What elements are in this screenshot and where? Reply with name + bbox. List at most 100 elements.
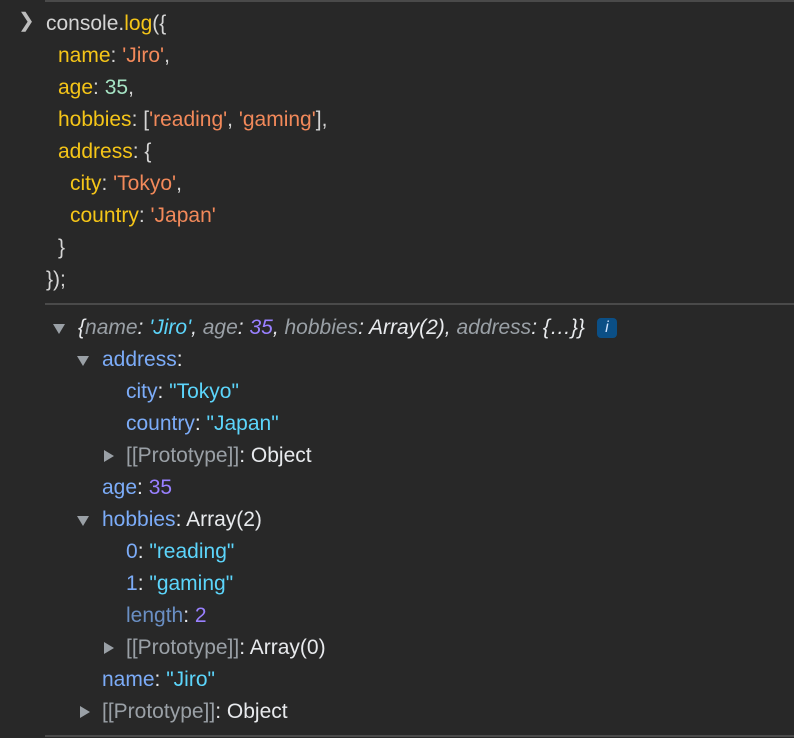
code-token: : xyxy=(110,44,123,67)
value-token: city xyxy=(126,380,158,403)
code-line: }); xyxy=(46,264,66,296)
object-tree-row[interactable]: 0: "reading" xyxy=(126,536,234,568)
code-line: name: 'Jiro', xyxy=(58,40,170,72)
value-token: "Tokyo" xyxy=(169,380,239,403)
value-token: country xyxy=(126,412,195,435)
code-token: country xyxy=(70,204,139,227)
code-line: city: 'Tokyo', xyxy=(70,168,182,200)
value-token: { xyxy=(78,316,86,339)
object-tree-row[interactable]: {name: 'Jiro', age: 35, hobbies: Array(2… xyxy=(78,312,617,344)
expanded-triangle-icon[interactable] xyxy=(77,356,89,366)
code-token: , xyxy=(128,76,134,99)
value-token: 2 xyxy=(194,604,207,627)
value-token: : xyxy=(154,668,167,691)
value-token: [[Prototype]] xyxy=(102,700,216,723)
object-tree-row[interactable]: 1: "gaming" xyxy=(126,568,233,600)
expanded-triangle-icon[interactable] xyxy=(53,324,65,334)
info-icon[interactable]: i xyxy=(596,318,617,339)
code-token: name xyxy=(58,44,111,67)
value-token: : Array(2) xyxy=(175,508,262,531)
object-tree-row[interactable]: name: "Jiro" xyxy=(102,664,215,696)
value-token: 35 xyxy=(148,476,173,499)
bottom-divider xyxy=(45,735,794,737)
value-token: : xyxy=(137,476,149,499)
code-token: 'Japan' xyxy=(150,204,216,227)
value-token: "Jiro" xyxy=(166,668,215,691)
value-token: age xyxy=(102,476,138,499)
object-tree-row[interactable]: age: 35 xyxy=(102,472,172,504)
code-token: , xyxy=(227,108,239,131)
code-token: 'Tokyo' xyxy=(113,172,177,195)
code-line: hobbies: ['reading', 'gaming'], xyxy=(58,104,327,136)
expanded-triangle-icon[interactable] xyxy=(77,516,89,526)
code-token: 'gaming' xyxy=(238,108,316,131)
object-tree-row[interactable]: hobbies: Array(2) xyxy=(102,504,262,536)
value-token: 1 xyxy=(126,572,138,595)
code-line: console.log({ xyxy=(46,8,166,40)
object-tree-row[interactable]: city: "Tokyo" xyxy=(126,376,239,408)
top-divider xyxy=(45,0,794,2)
value-token: , xyxy=(191,316,203,339)
code-line: } xyxy=(58,232,65,264)
value-token: [[Prototype]] xyxy=(126,444,240,467)
value-token: : {…}} xyxy=(531,316,585,339)
value-token: address xyxy=(456,316,532,339)
collapsed-triangle-icon[interactable] xyxy=(104,450,114,462)
value-token: [[Prototype]] xyxy=(126,636,240,659)
code-token: : xyxy=(101,172,114,195)
value-token: "Japan" xyxy=(206,412,279,435)
value-token: 'Jiro' xyxy=(149,316,192,339)
value-token: : xyxy=(194,412,207,435)
value-token: : Object xyxy=(215,700,288,723)
value-token: name xyxy=(102,668,155,691)
value-token: name xyxy=(85,316,138,339)
object-tree-row[interactable]: length: 2 xyxy=(126,600,207,632)
code-token: }); xyxy=(46,268,66,291)
code-token: hobbies xyxy=(58,108,132,131)
value-token: hobbies xyxy=(102,508,176,531)
output-divider xyxy=(45,303,794,305)
code-token: : { xyxy=(132,140,152,163)
code-line: country: 'Japan' xyxy=(70,200,216,232)
code-token: : [ xyxy=(131,108,150,131)
value-token: 0 xyxy=(126,540,138,563)
value-token: age xyxy=(202,316,238,339)
value-token: , xyxy=(272,316,285,339)
code-token: } xyxy=(58,236,66,259)
value-token: : xyxy=(176,348,183,371)
value-token: hobbies xyxy=(284,316,359,339)
value-token: "gaming" xyxy=(149,572,234,595)
code-line: address: { xyxy=(58,136,151,168)
value-token: : xyxy=(237,316,250,339)
object-tree-row[interactable]: address: xyxy=(102,344,183,376)
code-token: log xyxy=(124,12,153,35)
code-token: 'Jiro' xyxy=(122,44,165,67)
code-token: , xyxy=(176,172,182,195)
object-tree-row[interactable]: country: "Japan" xyxy=(126,408,279,440)
object-tree-row[interactable]: [[Prototype]]: Array(0) xyxy=(126,632,326,664)
object-tree-row[interactable]: [[Prototype]]: Object xyxy=(126,440,312,472)
value-token: : Object xyxy=(239,444,312,467)
value-token: length xyxy=(126,604,184,627)
value-token: : Array(0) xyxy=(239,636,326,659)
code-token: ], xyxy=(315,108,328,131)
value-token: : xyxy=(137,316,150,339)
code-token: 35 xyxy=(104,76,129,99)
value-token: "reading" xyxy=(149,540,235,563)
value-token: 35 xyxy=(249,316,273,339)
collapsed-triangle-icon[interactable] xyxy=(104,642,114,654)
code-line: age: 35, xyxy=(58,72,134,104)
collapsed-triangle-icon[interactable] xyxy=(80,706,90,718)
value-token: : xyxy=(137,540,150,563)
code-token: address xyxy=(58,140,133,163)
chevron-right-icon: ❯ xyxy=(18,10,35,32)
code-token: : xyxy=(138,204,151,227)
value-token: : xyxy=(137,572,150,595)
object-tree-row[interactable]: [[Prototype]]: Object xyxy=(102,696,288,728)
code-token: console. xyxy=(46,12,125,35)
value-token: address xyxy=(102,348,177,371)
value-token: : xyxy=(157,380,170,403)
code-token: : xyxy=(93,76,105,99)
code-token: ({ xyxy=(152,12,167,35)
code-token: , xyxy=(164,44,170,67)
